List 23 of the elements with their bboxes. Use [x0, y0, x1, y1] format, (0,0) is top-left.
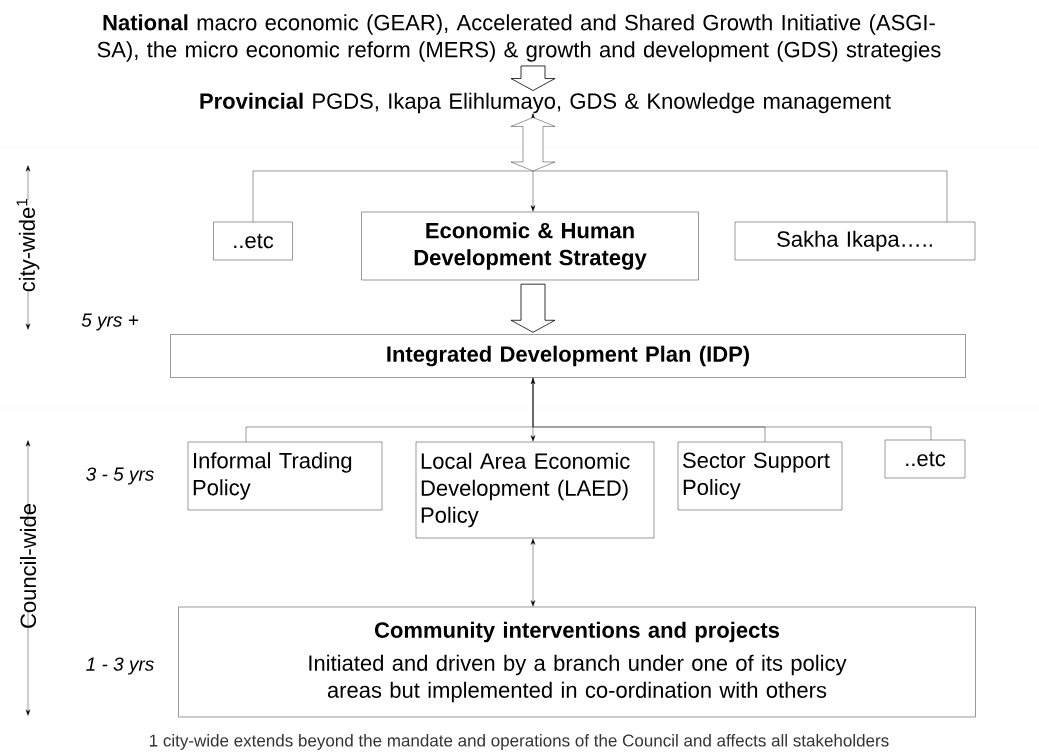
- footnote: 1 city-wide extends beyond the mandate and operations of the Council and affects all stakeholders: [150, 734, 889, 750]
- connector-line: [532, 377, 932, 440]
- process-box: ..etc: [213, 221, 293, 261]
- side-label: Council-wide: [17, 501, 39, 631]
- process-box: Sector Support Policy: [677, 441, 843, 511]
- process-box: Local Area Economic Development (LAED) Policy: [415, 441, 655, 539]
- arrow: [530, 538, 536, 607]
- duration-label: 5 yrs +: [81, 313, 139, 331]
- arrow: [530, 378, 536, 442]
- process-box: Sakha Ikapa…..: [734, 221, 976, 261]
- duration-label: 3 - 5 yrs: [86, 467, 154, 485]
- process-box: Economic & Human Development Strategy: [361, 211, 699, 281]
- process-box: ..etc: [884, 439, 966, 479]
- heading-text: Provincial PGDS, Ikapa Elihlumayo, GDS & Knowledge management: [200, 92, 891, 114]
- arrow: [510, 113, 556, 212]
- heading-text: National macro economic (GEAR), Accelerated and Shared Growth Initiative (ASGI-SA), the micro economic reform (MERS) & growth and development (GDS) strategies: [97, 14, 941, 62]
- side-label: city-wide$^{1}$: [14, 195, 42, 295]
- process-box: Community interventions and projects Initiated and driven by a branch under one of its policy areas but implemented in co-ordination with others: [178, 606, 976, 718]
- duration-label: 1 - 3 yrs: [86, 657, 154, 675]
- block-arrow: [510, 283, 556, 333]
- process-box: Integrated Development Plan (IDP): [170, 334, 966, 378]
- process-box: Informal Trading Policy: [187, 441, 383, 511]
- block-arrow: [510, 65, 556, 91]
